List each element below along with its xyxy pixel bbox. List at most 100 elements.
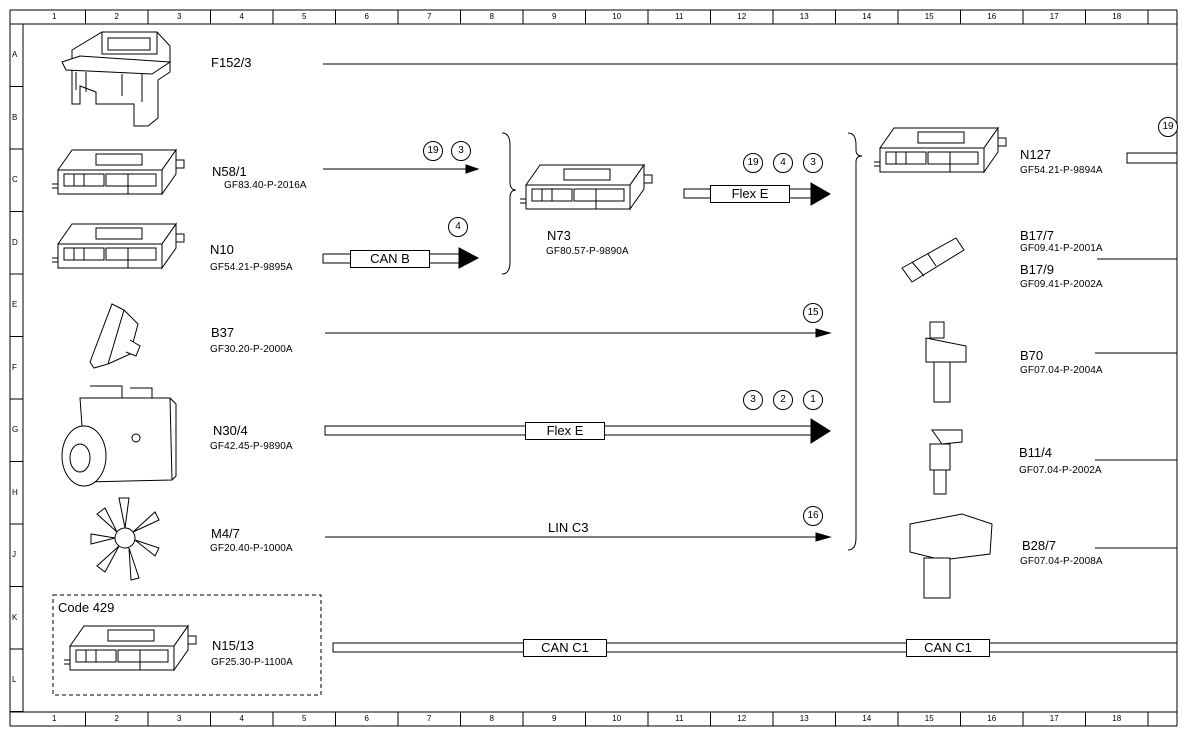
- reference-marker: 2: [773, 390, 793, 410]
- row-label: C: [12, 175, 18, 185]
- component-ref-n30-4: GF42.45-P-9890A: [210, 441, 293, 452]
- column-label: 5: [302, 12, 307, 21]
- temperature-sensor-icon: [901, 237, 965, 283]
- column-label: 9: [552, 714, 557, 723]
- reference-marker: 3: [451, 141, 471, 161]
- column-label: 17: [1049, 714, 1059, 723]
- column-label: 6: [364, 714, 369, 723]
- bus-label-can-c1: CAN C1: [523, 639, 607, 657]
- component-ref-b17-7: GF09.41-P-2001A: [1020, 243, 1103, 254]
- column-label: 3: [177, 12, 182, 21]
- component-code-b17-7: B17/7: [1020, 228, 1054, 243]
- row-label: E: [12, 300, 18, 310]
- pedal-sensor-icon: [89, 303, 141, 369]
- reference-marker: 4: [448, 217, 468, 237]
- optional-group-label: Code 429: [58, 600, 115, 615]
- column-label: 14: [862, 714, 872, 723]
- column-label: 16: [987, 714, 997, 723]
- component-code-n10: N10: [210, 242, 234, 257]
- column-label: 1: [52, 12, 57, 21]
- component-ref-b28-7: GF07.04-P-2008A: [1020, 556, 1103, 567]
- column-label: 11: [675, 714, 684, 723]
- column-label: 18: [1112, 12, 1122, 21]
- reference-marker: 16: [803, 506, 823, 526]
- component-code-b11-4: B11/4: [1019, 445, 1053, 460]
- component-ref-n58-1: GF83.40-P-2016A: [224, 180, 307, 191]
- component-code-n30-4: N30/4: [213, 423, 248, 438]
- column-label: 15: [924, 714, 934, 723]
- bus-label-flex-e: Flex E: [525, 422, 605, 440]
- column-label: 2: [114, 714, 119, 723]
- column-label: 13: [799, 714, 809, 723]
- component-code-b70: B70: [1020, 348, 1044, 363]
- column-label: 8: [489, 12, 494, 21]
- row-label: A: [12, 50, 18, 60]
- column-label: 9: [552, 12, 557, 21]
- column-label: 7: [427, 12, 432, 21]
- component-code-n15-13: N15/13: [212, 638, 254, 653]
- column-label: 11: [675, 12, 684, 21]
- column-label: 3: [177, 714, 182, 723]
- crankshaft-sensor-icon: [925, 321, 967, 403]
- component-code-n58-1: N58/1: [212, 164, 247, 179]
- component-ref-b17-9: GF09.41-P-2002A: [1020, 279, 1103, 290]
- component-code-f152-3: F152/3: [211, 55, 252, 70]
- reference-marker: 15: [803, 303, 823, 323]
- reference-marker: 1: [803, 390, 823, 410]
- row-label: J: [12, 550, 16, 560]
- column-label: 15: [924, 12, 934, 21]
- row-label: K: [12, 612, 18, 622]
- component-code-b17-9: B17/9: [1020, 262, 1054, 277]
- column-label: 5: [302, 714, 307, 723]
- column-label: 12: [737, 714, 747, 723]
- column-label: 14: [862, 12, 872, 21]
- column-label: 10: [612, 714, 622, 723]
- bus-label-can-c1: CAN C1: [906, 639, 990, 657]
- row-label: D: [12, 237, 18, 247]
- row-ticks: [10, 86, 23, 712]
- component-ref-b70: GF07.04-P-2004A: [1020, 365, 1103, 376]
- bus-label-flex-e: Flex E: [710, 185, 790, 203]
- column-label: 4: [239, 12, 244, 21]
- fan-icon: [90, 497, 160, 581]
- bus-label-can-b: CAN B: [350, 250, 430, 268]
- column-label: 18: [1112, 714, 1122, 723]
- component-code-m4-7: M4/7: [211, 526, 240, 541]
- fuse-box-icon: [61, 31, 172, 127]
- component-code-n73: N73: [547, 228, 571, 243]
- column-label: 13: [799, 12, 809, 21]
- column-ticks: [85, 10, 1149, 726]
- column-label: 16: [987, 12, 997, 21]
- row-label: L: [12, 675, 17, 685]
- component-ref-n73: GF80.57-P-9890A: [546, 246, 629, 257]
- reference-marker: 4: [773, 153, 793, 173]
- component-ref-n15-13: GF25.30-P-1100A: [211, 657, 293, 668]
- component-ref-b37: GF30.20-P-2000A: [210, 344, 293, 355]
- reference-marker: 3: [743, 390, 763, 410]
- row-label: B: [12, 112, 18, 122]
- component-code-b28-7: B28/7: [1022, 538, 1056, 553]
- reference-marker: 19: [423, 141, 443, 161]
- row-label: G: [12, 425, 19, 435]
- component-ref-n10: GF54.21-P-9895A: [210, 262, 293, 273]
- row-label: F: [12, 362, 17, 372]
- coolant-sensor-icon: [929, 429, 963, 495]
- column-label: 6: [364, 12, 369, 21]
- component-ref-n127: GF54.21-P-9894A: [1020, 165, 1103, 176]
- column-label: 17: [1049, 12, 1059, 21]
- reference-marker: 19: [1158, 117, 1178, 137]
- reference-marker: 19: [743, 153, 763, 173]
- column-label: 1: [52, 714, 57, 723]
- column-label: 12: [737, 12, 747, 21]
- row-label: H: [12, 487, 18, 497]
- column-label: 4: [239, 714, 244, 723]
- esp-unit-icon: [61, 385, 177, 487]
- component-ref-b11-4: GF07.04-P-2002A: [1019, 465, 1102, 476]
- column-label: 7: [427, 714, 432, 723]
- column-label: 8: [489, 714, 494, 723]
- component-ref-m4-7: GF20.40-P-1000A: [210, 543, 293, 554]
- bus-label-lin-c3: LIN C3: [548, 520, 589, 535]
- column-label: 2: [114, 12, 119, 21]
- component-code-n127: N127: [1020, 147, 1052, 162]
- pressure-sensor-icon: [909, 513, 993, 599]
